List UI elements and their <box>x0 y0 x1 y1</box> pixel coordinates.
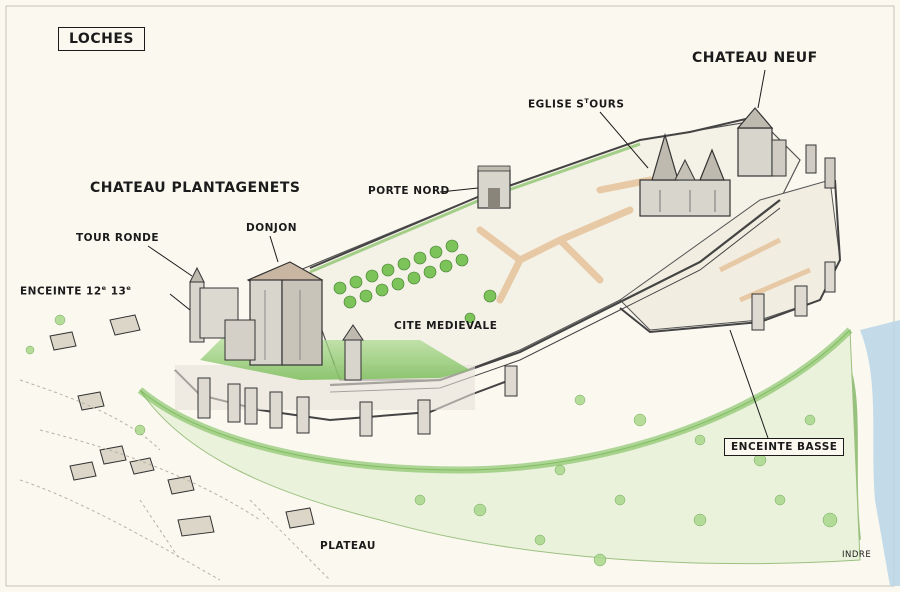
title: LOCHES <box>69 31 134 47</box>
enceinte-sup2: e <box>126 284 132 292</box>
label-chateau-neuf-text: CHATEAU NEUF <box>692 50 818 66</box>
label-plateau: PLATEAU <box>320 540 376 552</box>
city-trees <box>333 239 497 324</box>
city-paths <box>476 176 654 304</box>
small-tower <box>342 324 364 381</box>
label-enceinte-12-13: ENCEINTE 12e 13e <box>20 284 131 298</box>
eglise-st-ours <box>639 132 731 217</box>
label-plateau-text: PLATEAU <box>320 540 376 552</box>
label-chateau-neuf: CHATEAU NEUF <box>692 50 818 66</box>
label-eglise-st-ours: EGLISE STOURS <box>528 97 624 111</box>
eglise-sup: T <box>584 97 590 105</box>
label-cite-medievale-text: CITE MEDIEVALE <box>394 320 498 332</box>
label-tour-ronde: TOUR RONDE <box>76 232 159 244</box>
label-tour-ronde-text: TOUR RONDE <box>76 232 160 244</box>
donjon-keep <box>246 261 324 366</box>
label-porte-nord-text: PORTE NORD <box>368 185 450 197</box>
label-porte-nord: PORTE NORD <box>368 185 450 197</box>
label-indre-text: INDRE <box>842 550 872 560</box>
label-chateau-plantagenets: CHATEAU PLANTAGENETS <box>90 180 301 196</box>
enceinte-pre: ENCEINTE 12 <box>20 285 102 298</box>
lower-town-houses <box>49 314 315 537</box>
porte-nord <box>477 165 511 209</box>
indre-river <box>860 320 900 586</box>
round-towers <box>197 261 836 437</box>
outer-wall <box>619 179 842 334</box>
paper-border <box>5 5 895 587</box>
eglise-pre: EGLISE S <box>528 98 585 111</box>
enceinte-mid: 13 <box>106 285 127 298</box>
label-donjon-text: DONJON <box>246 222 298 234</box>
scattered-vegetation <box>25 314 838 567</box>
tour-ronde <box>189 266 256 361</box>
label-enceinte-basse: ENCEINTE BASSE <box>724 438 845 456</box>
eglise-post: OURS <box>589 98 625 111</box>
label-cite-medievale: CITE MEDIEVALE <box>394 320 497 332</box>
enceinte-sup1: e <box>101 284 107 292</box>
label-enceinte-basse-text: ENCEINTE BASSE <box>731 441 838 453</box>
label-indre: INDRE <box>842 550 871 560</box>
title-box: LOCHES <box>58 27 145 51</box>
label-chateau-plantagenets-text: CHATEAU PLANTAGENETS <box>90 180 301 196</box>
chateau-neuf <box>736 107 836 189</box>
label-donjon: DONJON <box>246 222 297 234</box>
